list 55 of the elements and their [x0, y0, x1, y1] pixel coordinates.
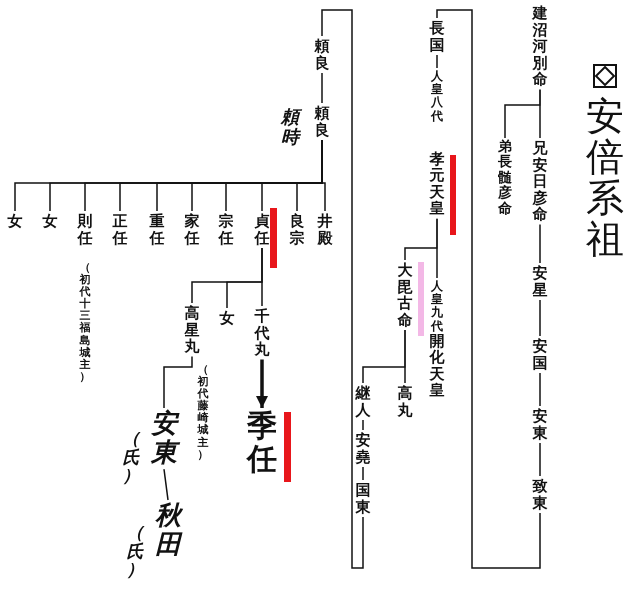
arrow	[256, 360, 268, 408]
name-label: 千代丸	[254, 308, 270, 358]
name-label: 貞任	[254, 213, 270, 246]
name-label: 大毘古命	[398, 262, 412, 328]
name-label: 則任	[78, 213, 92, 246]
lineage-line	[539, 373, 541, 406]
name-label: 高丸	[398, 385, 412, 418]
annotation: （初代十三福島城主）	[80, 262, 90, 383]
name-label: 建沼河別命	[532, 5, 548, 88]
name-label: 安堯	[356, 432, 370, 465]
name-label: 正任	[112, 213, 128, 246]
name-label: 家任	[184, 213, 200, 246]
name-label: 人皇九代 開化天皇	[430, 280, 444, 399]
lineage-line	[321, 140, 326, 211]
name-label: 兄安日彦命	[532, 140, 548, 222]
name-label: 秋田	[155, 502, 181, 560]
name-label: 宗任	[218, 213, 234, 246]
name-label: 安星	[532, 265, 548, 298]
lineage-line	[321, 73, 323, 103]
lineage-line	[362, 330, 406, 383]
name-label: 井殿	[318, 213, 332, 246]
lineage-line	[362, 420, 364, 430]
lineage-line	[261, 248, 263, 306]
lineage-line	[436, 9, 541, 569]
name-label: 季任	[247, 410, 277, 476]
annotation: （氏）	[122, 430, 140, 486]
lineage-line	[436, 55, 438, 68]
name-label: 女	[42, 213, 58, 230]
name-label: 女	[8, 213, 22, 230]
name-label: 女	[220, 310, 234, 326]
title: 安倍系祖	[586, 96, 624, 260]
name-label: 長国	[430, 20, 444, 53]
name-label: 継人	[356, 385, 370, 418]
name-label: 安東	[532, 408, 548, 441]
name-label: 頼良	[314, 105, 330, 138]
name-label: 人皇八代 孝元天皇	[430, 70, 444, 217]
lineage-line	[436, 218, 438, 278]
name-label: 弟長髄彦命	[498, 140, 512, 217]
annotation: （初代藤崎城主）	[198, 364, 208, 461]
lineage-line	[163, 356, 193, 408]
name-label: 良宗	[290, 213, 304, 246]
lineage-line	[321, 9, 364, 569]
name-label: 重任	[150, 213, 164, 246]
annotation: （氏）	[126, 524, 144, 580]
lineage-line	[539, 224, 541, 263]
name-label: 頼良	[314, 38, 330, 71]
name-label: 高星丸	[184, 305, 200, 354]
name-label: 致東	[532, 478, 548, 511]
name-label: 安国	[532, 338, 548, 371]
lineage-line	[163, 469, 169, 500]
lineage-line	[539, 443, 541, 476]
name-label: 国東	[356, 482, 370, 515]
lineage-line	[504, 90, 541, 138]
lineage-line	[539, 300, 541, 336]
lineage-line	[362, 467, 364, 480]
